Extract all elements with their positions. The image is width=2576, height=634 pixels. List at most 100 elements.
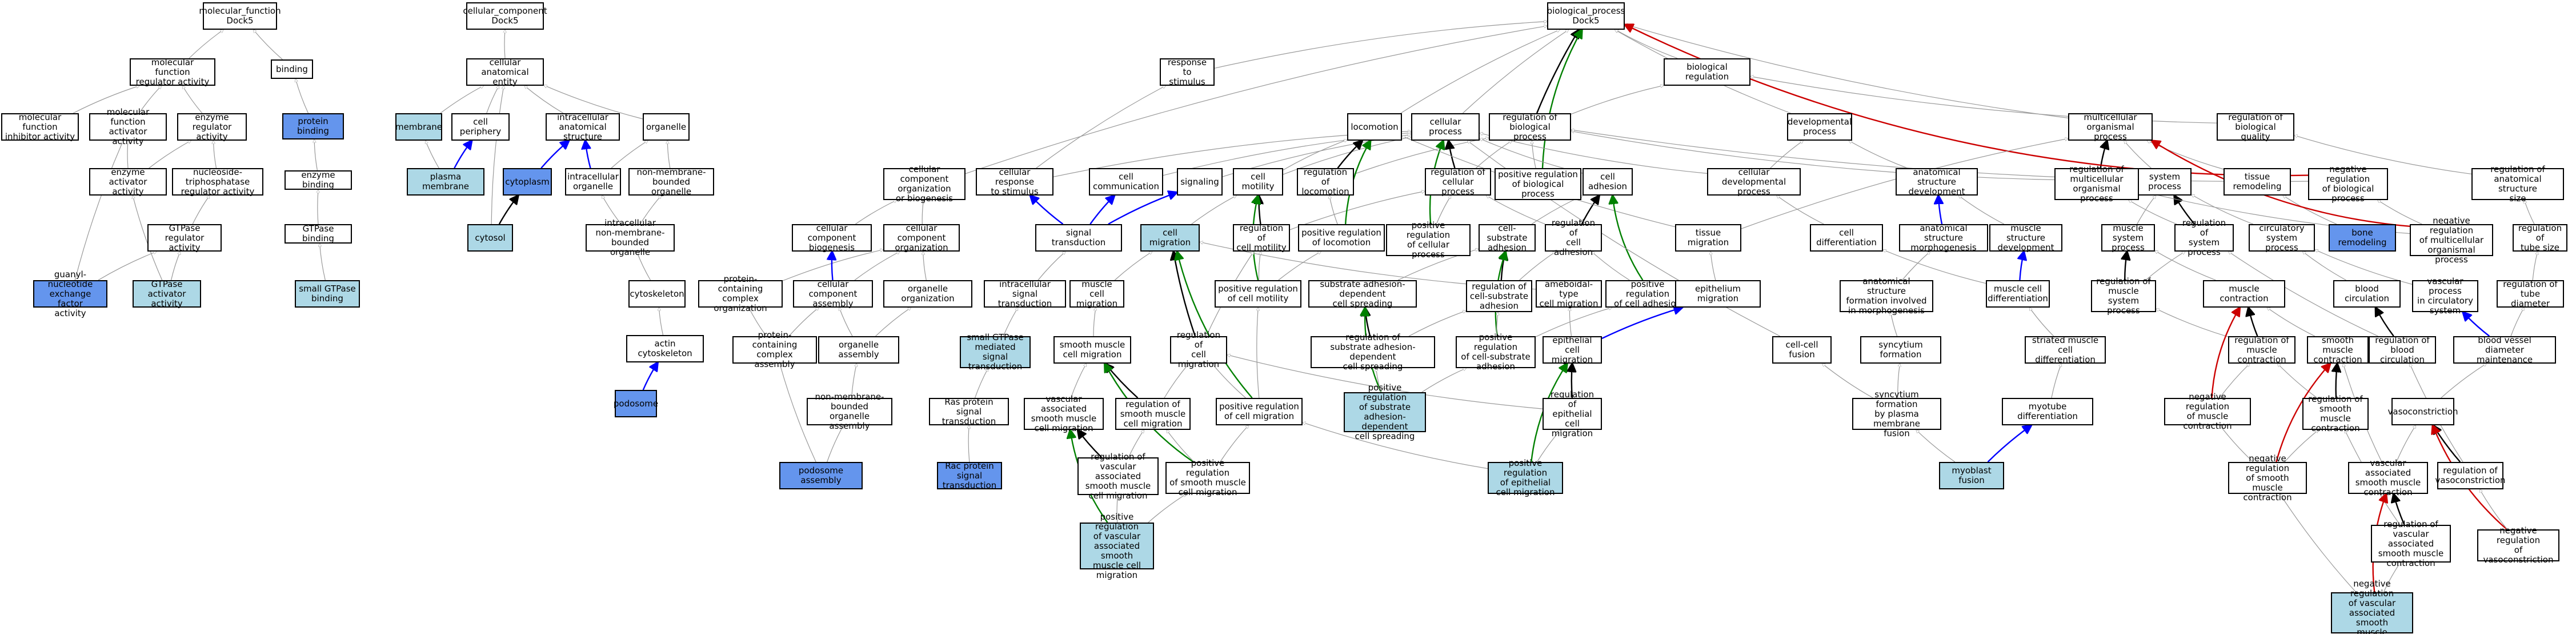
term-node-crs[interactable]: cellular response to stimulus bbox=[976, 167, 1053, 196]
term-node-rac[interactable]: Rac protein signal transduction bbox=[937, 461, 1002, 490]
term-node-vasmc[interactable]: vascular associated smooth muscle contra… bbox=[2348, 458, 2428, 497]
term-node-binding[interactable]: binding bbox=[271, 59, 313, 79]
term-node-rcm[interactable]: regulation of cell migration bbox=[1170, 330, 1227, 369]
term-node-vasmcm[interactable]: vascular associated smooth muscle cell m… bbox=[1024, 394, 1104, 433]
term-node-rcp[interactable]: regulation of cellular process bbox=[1425, 167, 1491, 196]
term-node-mfaa[interactable]: molecular function activator activity bbox=[89, 107, 167, 146]
term-node-cytoplasm[interactable]: cytoplasm bbox=[503, 168, 552, 196]
term-node-csp[interactable]: circulatory system process bbox=[2249, 223, 2315, 252]
term-node-prepcm[interactable]: positive regulation of epithelial cell m… bbox=[1488, 458, 1563, 497]
term-node-mcd[interactable]: muscle cell differentiation bbox=[1986, 280, 2050, 308]
term-node-recm[interactable]: regulation of epithelial cell migration bbox=[1543, 389, 1602, 438]
term-node-system-process[interactable]: system process bbox=[2138, 168, 2192, 196]
term-node-mfia[interactable]: molecular function inhibitor activity bbox=[1, 112, 79, 141]
term-node-pcca[interactable]: protein-containing complex assembly bbox=[732, 330, 817, 369]
term-node-gtpase-aa[interactable]: GTPase activator activity bbox=[133, 279, 201, 308]
term-node-signaling[interactable]: signaling bbox=[1177, 168, 1223, 196]
term-node-rcsa[interactable]: regulation of cell-substrate adhesion bbox=[1466, 280, 1532, 312]
term-node-ntra[interactable]: nucleoside-triphosphatase regulator acti… bbox=[172, 167, 263, 196]
term-node-cell-adhesion[interactable]: cell adhesion bbox=[1583, 168, 1633, 196]
term-node-sfpmf[interactable]: syncytium formation by plasma membrane f… bbox=[1852, 389, 1941, 438]
term-node-rvasmc[interactable]: regulation of vascular associated smooth… bbox=[2371, 519, 2451, 568]
term-node-muscle-contraction[interactable]: muscle contraction bbox=[2203, 280, 2285, 308]
term-node-csa[interactable]: cell-substrate adhesion bbox=[1479, 223, 1536, 252]
term-node-sgmst[interactable]: small GTPase mediated signal transductio… bbox=[960, 333, 1031, 372]
term-node-ias[interactable]: intracellular anatomical structure bbox=[546, 112, 620, 141]
term-node-actin-cytoskeleton[interactable]: actin cytoskeleton bbox=[626, 335, 704, 362]
term-node-vasoconstriction[interactable]: vasoconstriction bbox=[2388, 398, 2458, 425]
term-node-organelle[interactable]: organelle bbox=[643, 113, 690, 141]
term-node-rvc[interactable]: regulation of vasoconstriction bbox=[2435, 462, 2506, 489]
term-node-cytosol[interactable]: cytosol bbox=[467, 224, 513, 252]
term-node-plasma-membrane[interactable]: plasma membrane bbox=[407, 168, 484, 196]
term-node-myoblast-fusion[interactable]: myoblast fusion bbox=[1939, 462, 2004, 489]
term-node-nrvasmc[interactable]: negative regulation of vascular associat… bbox=[2331, 579, 2413, 634]
term-node-intra-org[interactable]: intracellular organelle bbox=[565, 168, 621, 196]
term-node-cell-migration[interactable]: cell migration bbox=[1140, 224, 1200, 252]
term-node-prsmcm[interactable]: positive regulation of smooth muscle cel… bbox=[1165, 458, 1250, 497]
term-node-cco[interactable]: cellular component organization bbox=[883, 223, 960, 252]
term-node-protein-binding[interactable]: protein binding bbox=[282, 113, 344, 139]
term-node-nmbo[interactable]: non-membrane-bounded organelle bbox=[628, 167, 714, 196]
term-node-vpcs[interactable]: vascular process in circulatory system bbox=[2412, 277, 2478, 316]
term-node-ccob[interactable]: cellular component organization or bioge… bbox=[883, 165, 966, 204]
term-node-dev-proc[interactable]: developmental process bbox=[1787, 113, 1852, 141]
term-node-msp[interactable]: muscle system process bbox=[2101, 223, 2155, 252]
term-node-gtpase-ra[interactable]: GTPase regulator activity bbox=[147, 223, 222, 252]
term-node-cell-comm[interactable]: cell communication bbox=[1089, 168, 1163, 196]
term-node-nmbo-assembly[interactable]: non-membrane-bounded organelle assembly bbox=[807, 392, 892, 431]
term-node-smcm[interactable]: smooth muscle cell migration bbox=[1053, 336, 1131, 364]
term-node-bp[interactable]: biological_process Dock5 bbox=[1547, 2, 1625, 30]
term-node-ccf[interactable]: cell-cell fusion bbox=[1772, 336, 1832, 364]
term-node-mfra[interactable]: molecular function regulator activity bbox=[130, 57, 215, 86]
term-node-cca[interactable]: cellular component assembly bbox=[793, 279, 873, 308]
term-node-enzyme-binding[interactable]: enzyme binding bbox=[285, 170, 352, 190]
term-node-prcm-mot[interactable]: positive regulation of cell motility bbox=[1215, 280, 1301, 308]
term-node-prvasmcm[interactable]: positive regulation of vascular associat… bbox=[1080, 512, 1154, 580]
term-node-podosome[interactable]: podosome bbox=[614, 390, 658, 417]
term-node-rsmc[interactable]: regulation of smooth muscle contraction bbox=[2302, 394, 2369, 433]
term-node-org-assembly[interactable]: organelle assembly bbox=[818, 336, 899, 364]
term-node-epi-mig[interactable]: epithelium migration bbox=[1675, 280, 1761, 308]
term-node-rsp[interactable]: regulation of system process bbox=[2174, 218, 2234, 257]
term-node-gnef[interactable]: guanyl-nucleotide exchange factor activi… bbox=[33, 269, 107, 318]
term-node-inmbo[interactable]: intracellular non-membrane-bounded organ… bbox=[586, 218, 675, 257]
term-node-bvdm[interactable]: blood vessel diameter maintenance bbox=[2453, 335, 2556, 364]
term-node-bio-reg[interactable]: biological regulation bbox=[1664, 58, 1750, 86]
term-node-nrsmc[interactable]: negative regulation of smooth muscle con… bbox=[2228, 453, 2307, 502]
term-node-prl[interactable]: positive regulation of locomotion bbox=[1298, 224, 1385, 252]
term-node-smc[interactable]: smooth muscle contraction bbox=[2307, 335, 2369, 364]
term-node-rmc[interactable]: regulation of muscle contraction bbox=[2228, 335, 2295, 364]
term-node-rcm-mot[interactable]: regulation of cell motility bbox=[1233, 223, 1290, 252]
term-node-rpst[interactable]: Ras protein signal transduction bbox=[929, 397, 1009, 426]
term-node-multi-proc[interactable]: multicellular organismal process bbox=[2068, 112, 2153, 141]
term-node-ras-size[interactable]: regulation of anatomical structure size bbox=[2471, 165, 2564, 204]
term-node-cell-diff[interactable]: cell differentiation bbox=[1810, 224, 1883, 252]
term-node-rvasmcm[interactable]: regulation of vascular associated smooth… bbox=[1077, 452, 1159, 500]
term-node-rca[interactable]: regulation of cell adhesion bbox=[1545, 218, 1602, 257]
term-node-bone-remodeling[interactable]: bone remodeling bbox=[2329, 224, 2396, 252]
term-node-prcp[interactable]: positive regulation of cellular process bbox=[1386, 221, 1471, 260]
term-node-asd[interactable]: anatomical structure development bbox=[1896, 167, 1978, 196]
term-node-tissue-remodeling[interactable]: tissue remodeling bbox=[2224, 168, 2291, 196]
term-node-rts2[interactable]: regulation of tube size bbox=[2513, 223, 2567, 252]
term-node-gtpase-binding[interactable]: GTPase binding bbox=[285, 224, 352, 244]
term-node-rsmcm[interactable]: regulation of smooth muscle cell migrati… bbox=[1115, 398, 1191, 430]
term-node-prcsa[interactable]: positive regulation of cell-substrate ad… bbox=[1456, 333, 1536, 372]
term-node-locomotion[interactable]: locomotion bbox=[1347, 113, 1402, 141]
term-node-mf[interactable]: molecular_function Dock5 bbox=[199, 2, 281, 30]
term-node-ccb[interactable]: cellular component biogenesis bbox=[792, 223, 872, 252]
term-node-msd[interactable]: muscle structure development bbox=[1989, 223, 2062, 252]
term-node-sadcs[interactable]: substrate adhesion-dependent cell spread… bbox=[1308, 279, 1417, 308]
term-node-prbp[interactable]: positive regulation of biological proces… bbox=[1495, 168, 1581, 200]
term-node-rbp[interactable]: regulation of biological process bbox=[1489, 112, 1571, 141]
term-node-cytoskeleton[interactable]: cytoskeleton bbox=[628, 280, 686, 308]
term-node-cellular-process[interactable]: cellular process bbox=[1411, 113, 1480, 141]
term-node-rmsp[interactable]: regulation of muscle system process bbox=[2091, 277, 2156, 316]
term-node-nrbp[interactable]: negative regulation of biological proces… bbox=[2308, 165, 2388, 204]
term-node-cc[interactable]: cellular_component Dock5 bbox=[463, 2, 547, 30]
term-node-mcm[interactable]: muscle cell migration bbox=[1069, 279, 1124, 308]
term-node-nrmop[interactable]: negative regulation of multicellular org… bbox=[2410, 216, 2493, 264]
term-node-cae[interactable]: cellular anatomical entity bbox=[466, 57, 544, 86]
term-node-ecm[interactable]: epithelial cell migration bbox=[1543, 335, 1602, 364]
